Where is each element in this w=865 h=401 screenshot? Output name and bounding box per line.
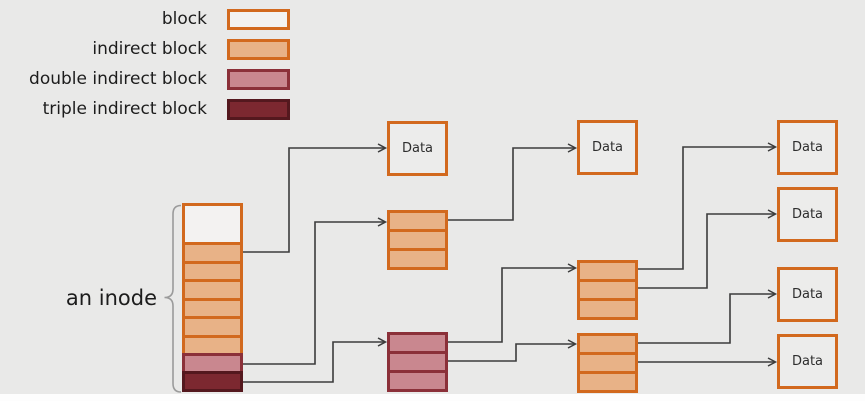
indirect-block-stack-1 [387,210,448,270]
edge-inode-to-indirect1 [243,217,388,365]
legend-row-triple-indirect-block: triple indirect block [0,94,290,124]
bottom-strip [0,394,865,401]
data-block-label: Data [591,140,624,155]
legend: block indirect block double indirect blo… [0,4,290,124]
data-block-5: Data [777,267,838,322]
legend-swatch-triple-indirect-block-icon [227,98,290,120]
edge-indirect3-to-data5 [638,289,778,344]
edge-indirect2-to-data4 [638,209,778,289]
double-indirect-block-row [387,370,448,392]
legend-label-indirect-block: indirect block [92,38,207,59]
indirect-block-3-row [577,371,638,393]
legend-row-block: block [0,4,290,34]
legend-swatch-double-indirect-block-icon [227,68,290,90]
data-block-6: Data [777,334,838,389]
double-indirect-block-stack [387,332,448,392]
inode-stack [182,203,243,392]
edge-inode-to-data1 [243,143,388,253]
legend-row-indirect-block: indirect block [0,34,290,64]
edge-inode-to-double-indirect [243,337,388,383]
edge-indirect1-to-data2 [448,143,578,221]
indirect-block-1-row [387,248,448,270]
indirect-block-2-row [577,298,638,320]
data-block-4: Data [777,187,838,242]
data-block-label: Data [791,287,824,302]
data-block-label: Data [791,207,824,222]
edge-indirect2-to-data3 [638,142,778,270]
legend-swatch-indirect-block-icon [227,38,290,60]
data-block-2: Data [577,120,638,175]
inode-row-block [182,203,243,245]
data-block-label: Data [791,354,824,369]
data-block-label: Data [791,140,824,155]
legend-label-block: block [161,8,207,29]
data-block-label: Data [401,141,434,156]
inode-row-triple-indirect [182,371,243,392]
indirect-block-stack-2 [577,260,638,320]
legend-label-triple-indirect-block: triple indirect block [42,98,207,119]
inode-label: an inode [65,286,157,310]
inode-brace-icon [164,204,182,393]
edge-double-to-indirect3 [448,339,578,362]
legend-row-double-indirect-block: double indirect block [0,64,290,94]
data-block-1: Data [387,121,448,176]
legend-label-double-indirect-block: double indirect block [29,68,207,89]
edge-double-to-indirect2 [448,263,578,343]
indirect-block-stack-3 [577,333,638,393]
legend-swatch-block-icon [227,8,290,30]
data-block-3: Data [777,120,838,175]
